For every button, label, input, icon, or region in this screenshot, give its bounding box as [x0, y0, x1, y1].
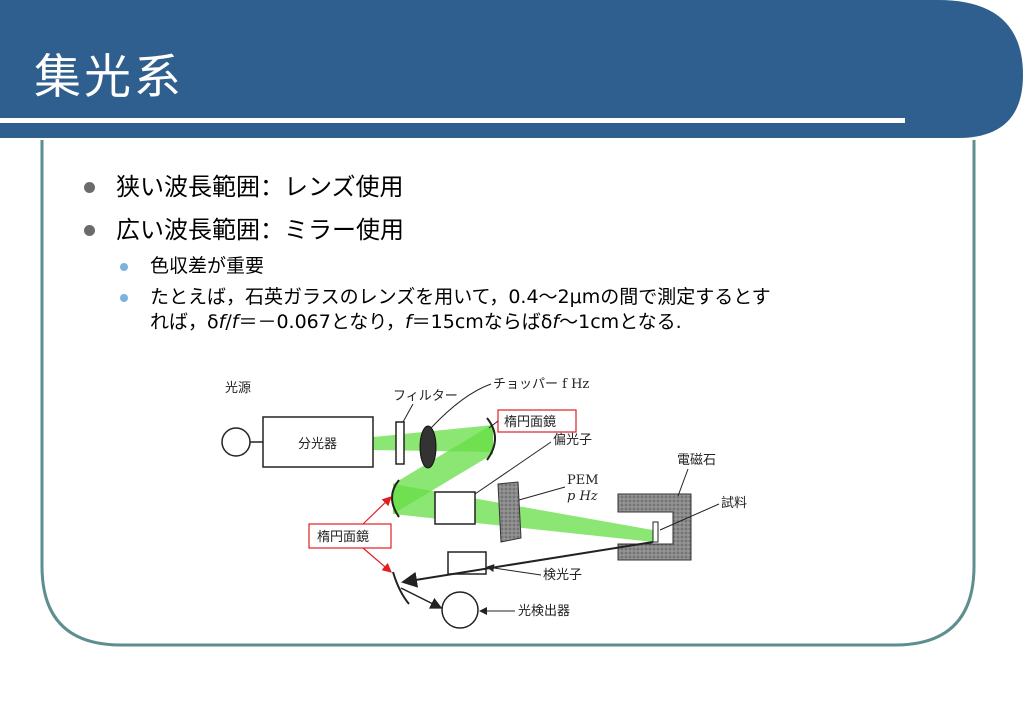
detector-label: 光検出器 — [518, 604, 570, 619]
pem-label-line1: PEM — [567, 473, 599, 488]
analyzer-box — [447, 551, 487, 575]
elliptical-mirror-bottom — [392, 571, 410, 605]
sub-bullet-chromatic-aberration: 色収差が重要 — [120, 254, 964, 279]
sample-label: 試料 — [721, 495, 747, 511]
polarizer-box — [434, 491, 476, 525]
mirror-top-label: 楕円面鏡 — [504, 415, 556, 430]
chopper-label: チョッパー f Hz — [493, 377, 589, 392]
mirror-left-label: 楕円面鏡 — [317, 530, 369, 545]
polarizer-label: 偏光子 — [553, 433, 592, 448]
spectrometer-label: 分光器 — [298, 437, 337, 452]
filter-icon — [395, 421, 405, 465]
example-text-a: れば，δ — [150, 311, 219, 333]
return-beam — [401, 541, 654, 588]
example-italic-f: f — [552, 311, 560, 333]
mirror-left-callout — [308, 523, 392, 549]
bullet-wide-range: 広い波長範囲：ミラー使用 — [84, 213, 964, 247]
elliptical-mirror-left — [391, 479, 400, 518]
sample-icon — [652, 521, 659, 543]
example-text-b: / — [225, 311, 232, 333]
example-text-e: 〜1cmとなる. — [559, 311, 682, 333]
light-source-icon — [221, 427, 251, 457]
header-banner — [0, 0, 1023, 138]
sub-bullet-example: たとえば，石英ガラスのレンズを用いて，0.4〜2μmの間で測定するとす れば，δ… — [120, 285, 964, 335]
example-italic-f: f — [218, 311, 226, 333]
electromagnet-label: 電磁石 — [677, 453, 716, 468]
slide-title: 集光系 — [34, 50, 184, 105]
analyzer-label: 検光子 — [543, 568, 582, 583]
bullet-narrow-range: 狭い波長範囲：レンズ使用 — [84, 170, 964, 204]
sub-bullet-list: 色収差が重要 たとえば，石英ガラスのレンズを用いて，0.4〜2μmの間で測定する… — [120, 254, 964, 335]
elliptical-mirror-top — [486, 417, 496, 461]
filter-label: フィルター — [393, 389, 458, 404]
detector-icon — [441, 591, 479, 629]
optical-setup-diagram: 光源 分光器 フィルター チョッパー f Hz 楕円面鏡 偏光子 PEM p H… — [221, 377, 747, 629]
pem-label-line2: p Hz — [567, 489, 598, 504]
chopper-icon — [419, 425, 437, 469]
example-text-c: ＝－0.067となり， — [238, 311, 405, 333]
example-text-d: ＝15cmならばδ — [411, 311, 553, 333]
light-source-label: 光源 — [225, 381, 251, 396]
example-italic-f: f — [404, 311, 412, 333]
bullet-list: 狭い波長範囲：レンズ使用 広い波長範囲：ミラー使用 色収差が重要 たとえば，石英… — [84, 170, 964, 341]
pem-icon — [497, 481, 522, 543]
spectrometer-box — [262, 416, 374, 468]
example-line-1: たとえば，石英ガラスのレンズを用いて，0.4〜2μmの間で測定するとす — [150, 286, 771, 308]
example-italic-f: f — [231, 311, 239, 333]
